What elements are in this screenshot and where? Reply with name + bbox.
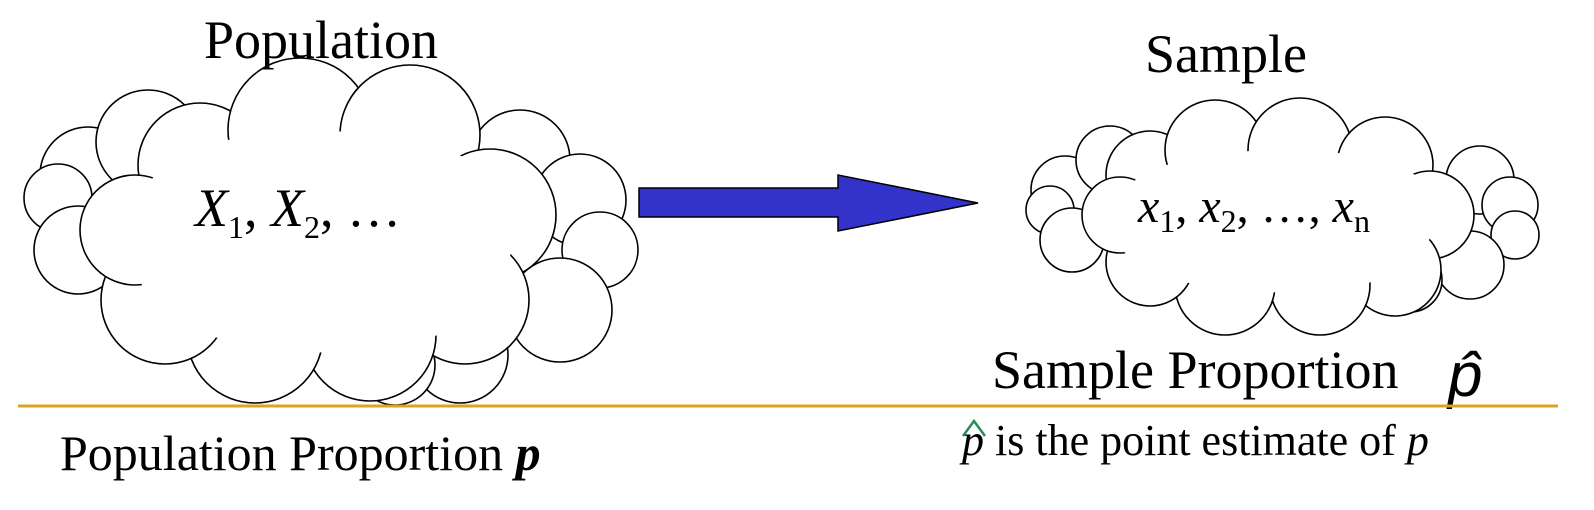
population-proportion-symbol: p: [512, 425, 541, 481]
sample-var-n: x: [1332, 180, 1354, 233]
estimate-text: is the point estimate of: [995, 416, 1396, 465]
population-ellipsis: …: [347, 178, 401, 238]
sample-ellipsis: …: [1261, 180, 1309, 233]
population-var-2-sub: 2: [304, 209, 320, 245]
sample-variables: x1, x2, …, xn: [1137, 180, 1370, 239]
sample-title: Sample: [1145, 24, 1307, 84]
sample-var-2: x: [1198, 180, 1220, 233]
sample-var-2-sub: 2: [1221, 203, 1237, 239]
population-proportion-label: Population Proportion: [60, 425, 503, 481]
sample-proportion-symbol: p̂: [1446, 341, 1483, 410]
sample-var-1-sub: 1: [1159, 203, 1175, 239]
population-variables: X1, X2, …: [193, 178, 401, 245]
population-var-1: X: [193, 178, 230, 238]
point-estimate-statement: p is the point estimate of p: [959, 416, 1429, 465]
sample-proportion-label: Sample Proportion: [992, 340, 1398, 400]
population-var-2: X: [269, 178, 306, 238]
sample-cloud: [1025, 97, 1540, 336]
estimate-symbol: p: [959, 416, 984, 465]
population-proportion: Population Proportion p: [60, 425, 541, 481]
population-title: Population: [204, 10, 438, 70]
right-arrow-icon: [638, 174, 979, 232]
hat-caret-icon: [961, 418, 987, 437]
estimate-target: p: [1404, 416, 1429, 465]
population-var-1-sub: 1: [228, 209, 244, 245]
sample-var-n-sub: n: [1354, 203, 1370, 239]
sample-var-1: x: [1137, 180, 1159, 233]
population-cloud: [23, 57, 639, 406]
